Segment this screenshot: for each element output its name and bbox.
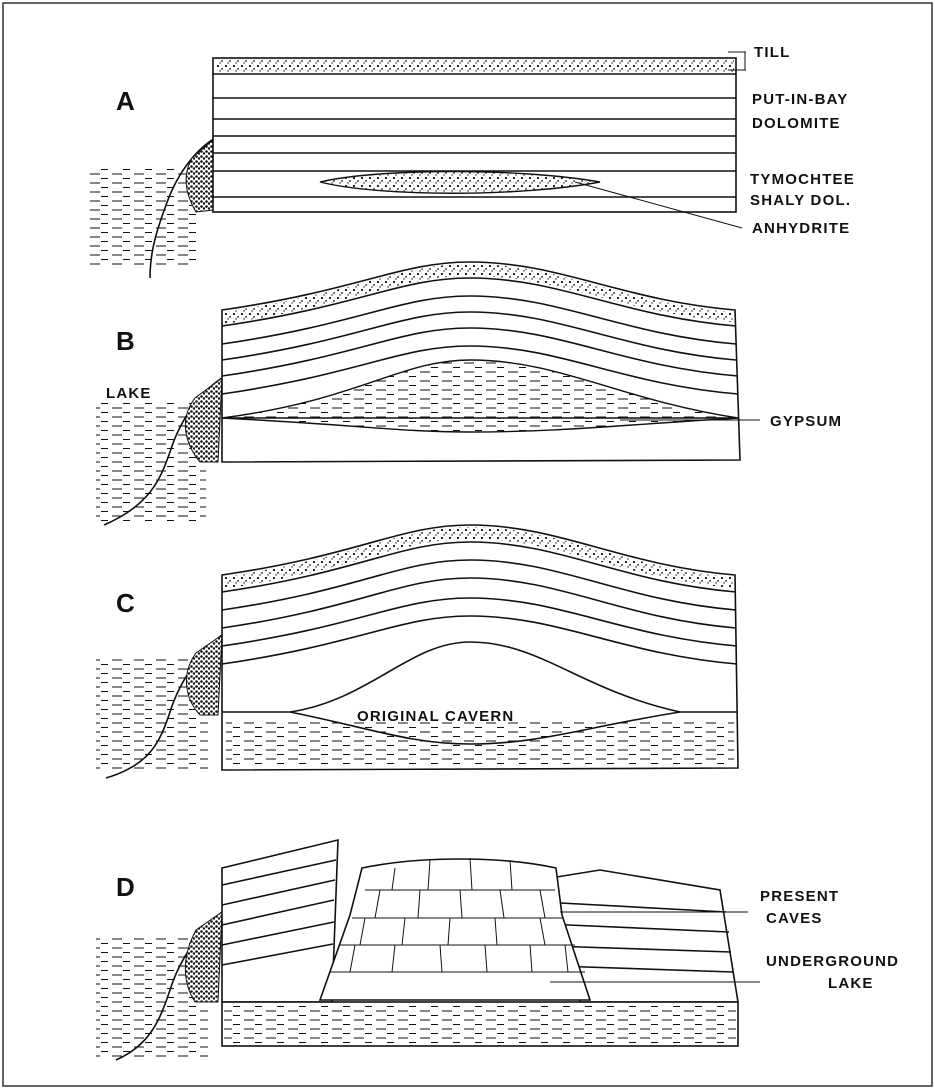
label-lake-d: LAKE — [828, 975, 874, 992]
panel-a: A TILL PUT-IN-BAY DOLOMITE TYMOCHTEE SHA… — [90, 44, 855, 278]
label-put-in-bay: PUT-IN-BAY — [752, 91, 848, 108]
panel-b: B LAKE GYPSUM — [96, 262, 842, 525]
label-shaly-dol: SHALY DOL. — [750, 192, 851, 209]
label-tymochtee: TYMOCHTEE — [750, 171, 855, 188]
label-anhydrite: ANHYDRITE — [752, 220, 850, 237]
panel-b-letter: B — [116, 326, 135, 356]
bank-rubble — [186, 635, 222, 715]
panel-c-letter: C — [116, 588, 135, 618]
panel-c: C ORIGINAL CAVERN — [96, 525, 738, 778]
panel-a-letter: A — [116, 86, 135, 116]
lake-water — [90, 166, 200, 266]
label-caves: CAVES — [766, 910, 823, 927]
panel-d-letter: D — [116, 872, 135, 902]
bank-rubble — [185, 912, 222, 1002]
label-dolomite: DOLOMITE — [752, 115, 841, 132]
till-layer — [215, 60, 734, 72]
label-present: PRESENT — [760, 888, 839, 905]
panel-d: D PRESENT CAVES UNDERG — [96, 840, 899, 1060]
label-gypsum: GYPSUM — [770, 413, 842, 430]
label-underground: UNDERGROUND — [766, 953, 899, 970]
collapse-rubble — [320, 859, 590, 1000]
label-till: TILL — [754, 44, 790, 61]
label-lake: LAKE — [106, 385, 152, 402]
